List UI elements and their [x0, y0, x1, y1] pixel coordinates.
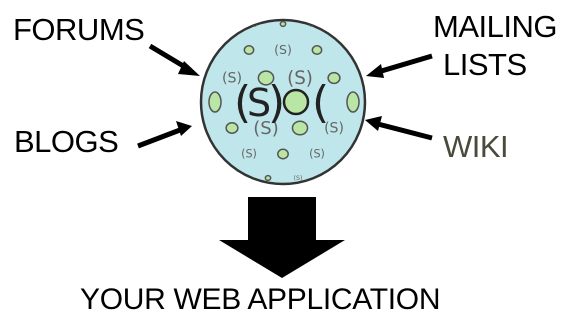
arrow-forums-head: [178, 61, 200, 76]
sphere-sioc-mark: (S): [309, 148, 325, 161]
label-your-web-application: YOUR WEB APPLICATION: [80, 283, 441, 316]
sioc-logo-center: ( S ) (: [234, 77, 329, 128]
logo-paren-right: ): [268, 77, 285, 128]
sphere-dot: [291, 120, 309, 136]
sphere-sioc-mark: (S): [222, 71, 242, 87]
sphere-dot: [327, 71, 341, 85]
arrows: [137, 43, 433, 149]
logo-letter-s: S: [247, 81, 271, 125]
sphere-dot: [346, 91, 360, 113]
sphere-dot: [279, 20, 287, 28]
sphere-sioc-mark: (S): [287, 68, 313, 89]
sphere-sioc-mark: (S): [274, 42, 292, 57]
sphere-sioc-mark: (S): [324, 121, 344, 137]
label-lists: LISTS: [443, 47, 527, 82]
label-wiki: WIKI: [443, 129, 509, 164]
arrow-wiki: [377, 121, 433, 141]
arrow-blogs-head: [176, 121, 192, 136]
sphere-dot: [225, 121, 239, 135]
arrow-mailing-head: [366, 64, 384, 78]
sphere-dot: [311, 45, 323, 55]
sphere-sioc-mark: (S): [294, 175, 303, 182]
arrow-mailing: [377, 53, 433, 75]
logo-paren-left: (: [234, 77, 251, 128]
logo-paren-left-2: (: [312, 77, 329, 128]
sphere-dot: [257, 70, 275, 86]
sioc-logo-sphere: (S)(S)(S)(S)(S)(S)(S)(S)(S)(S) ( S ) (: [199, 18, 367, 186]
logo-center-dot: [282, 88, 310, 116]
arrow-wiki-head: [365, 116, 382, 131]
sphere-dot: [277, 148, 289, 160]
label-forums: FORUMS: [13, 12, 145, 47]
sphere-dot: [208, 91, 222, 113]
sphere-pattern: (S)(S)(S)(S)(S)(S)(S)(S)(S)(S): [208, 20, 360, 182]
label-mailing: MAILING: [433, 9, 557, 44]
sphere-dot: [243, 45, 255, 55]
label-blogs: BLOGS: [14, 124, 119, 159]
arrow-blogs: [137, 127, 181, 149]
sphere-dot: [264, 174, 272, 182]
sphere-sioc-mark: (S): [241, 148, 257, 161]
sphere-sioc-mark: (S): [253, 118, 278, 139]
big-down-arrow: [219, 197, 345, 278]
